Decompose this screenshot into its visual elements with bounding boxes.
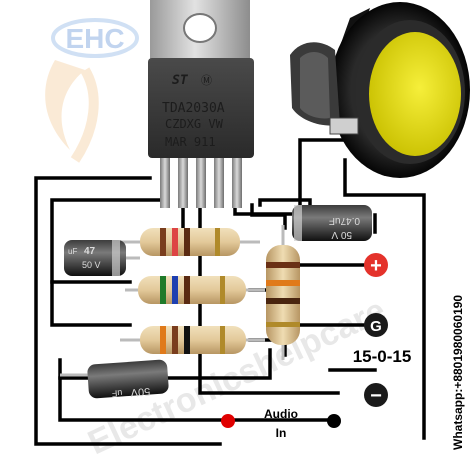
resistor-2 xyxy=(125,276,265,304)
speaker-terminal-icon xyxy=(329,117,359,135)
resistor-3-band-4 xyxy=(220,326,225,354)
resistor-1-band-1 xyxy=(160,228,166,256)
speaker-magnet-highlight xyxy=(300,52,330,119)
wire-left-outer xyxy=(34,176,222,446)
resistor-2-body xyxy=(138,276,246,304)
capacitor-bottom-text: 50V uF xyxy=(111,385,151,399)
capacitor-top-stripe xyxy=(294,205,302,241)
resistor-4-band-2 xyxy=(266,280,300,286)
plus-terminal-icon xyxy=(364,253,388,277)
ic-pin-1 xyxy=(160,158,170,208)
ic-body xyxy=(148,58,254,158)
resistor-4-vertical xyxy=(266,225,300,360)
ic-pin-3 xyxy=(196,158,206,208)
capacitor-top-text: 50 V 0.47uF xyxy=(329,215,360,240)
capacitor-left-stripe xyxy=(112,240,120,276)
capacitor-bottom-unit: uF xyxy=(111,388,123,399)
wire-audio-ground xyxy=(58,358,332,422)
resistor-1-band-3 xyxy=(184,228,190,256)
capacitor-left-value: 47 xyxy=(84,246,96,257)
speaker-cone-icon xyxy=(369,32,461,156)
capacitor-bottom-voltage: 50V xyxy=(130,385,151,398)
resistor-3 xyxy=(120,326,265,354)
in-label: In xyxy=(276,426,287,440)
resistor-2-band-3 xyxy=(184,276,190,304)
ic-logo-mark: ST xyxy=(172,73,189,88)
terminal-minus: − xyxy=(364,383,388,407)
ic-text-line2: CZDXG VW xyxy=(165,117,224,131)
ic-tda2030a: ST Ⓜ TDA2030A CZDXG VW MAR 911 xyxy=(148,0,254,208)
ic-pin-2 xyxy=(178,158,188,208)
capacitor-top-voltage: 50 V xyxy=(331,229,352,240)
capacitor-left-unit: uF xyxy=(68,247,77,256)
resistor-2-band-1 xyxy=(160,276,166,304)
resistor-1-band-4 xyxy=(215,228,220,256)
capacitor-left-voltage: 50 V xyxy=(82,260,101,270)
capacitor-top-value: 0.47uF xyxy=(329,215,360,226)
terminal-plus: + xyxy=(364,253,388,277)
audio-in-signal-dot-icon xyxy=(221,414,235,428)
terminal-ground: G xyxy=(364,313,388,337)
capacitor-bottom: 50V uF xyxy=(60,359,169,399)
plus-label: + xyxy=(370,255,382,277)
resistor-4-band-3 xyxy=(266,298,300,304)
resistor-2-band-2 xyxy=(172,276,178,304)
resistor-3-band-1 xyxy=(160,326,166,354)
resistor-1-band-2 xyxy=(172,228,178,256)
capacitor-left-body xyxy=(64,240,126,276)
minus-label: − xyxy=(370,385,382,407)
resistor-4-band-4 xyxy=(266,322,300,327)
logo-figure-icon xyxy=(45,60,85,150)
ic-logo-ring: Ⓜ xyxy=(201,74,212,87)
resistor-3-body xyxy=(140,326,246,354)
wire-left-inner xyxy=(50,198,167,284)
resistor-4-body xyxy=(266,245,300,345)
resistor-1 xyxy=(120,228,260,256)
wire-speaker-right xyxy=(343,158,426,440)
ground-label: G xyxy=(370,318,382,335)
capacitor-bottom-body xyxy=(87,359,169,399)
ic-mount-hole-icon xyxy=(183,13,217,43)
resistor-3-band-3 xyxy=(184,326,190,354)
audio-in-ground-dot-icon xyxy=(327,414,341,428)
ic-text-line3: MAR 911 xyxy=(165,135,216,149)
logo-ring-icon xyxy=(51,18,139,58)
ic-text-line1: TDA2030A xyxy=(162,101,225,116)
resistor-4-band-1 xyxy=(266,262,300,268)
audio-label: Audio xyxy=(264,407,298,421)
logo-figure-stroke xyxy=(70,67,99,163)
logo-text: EHC xyxy=(65,23,124,54)
capacitor-top-body xyxy=(292,205,372,241)
wire-left-mid xyxy=(50,280,132,327)
resistor-3-band-2 xyxy=(172,326,178,354)
watermark-logo: EHC xyxy=(45,18,139,163)
minus-terminal-icon xyxy=(364,383,388,407)
speaker xyxy=(290,2,470,178)
ground-terminal-icon xyxy=(364,313,388,337)
ic-pin-4 xyxy=(214,158,224,208)
ic-pin-5 xyxy=(232,158,242,208)
wire-pin5 xyxy=(250,203,287,230)
wire-pin3-minus xyxy=(198,203,340,395)
whatsapp-text: Whatsapp:+8801980060190 xyxy=(451,295,465,450)
supply-label: 15-0-15 xyxy=(353,347,412,366)
capacitor-left: uF 47 50 V xyxy=(64,240,140,276)
resistor-2-band-4 xyxy=(220,276,225,304)
capacitor-top: 50 V 0.47uF xyxy=(292,205,372,241)
